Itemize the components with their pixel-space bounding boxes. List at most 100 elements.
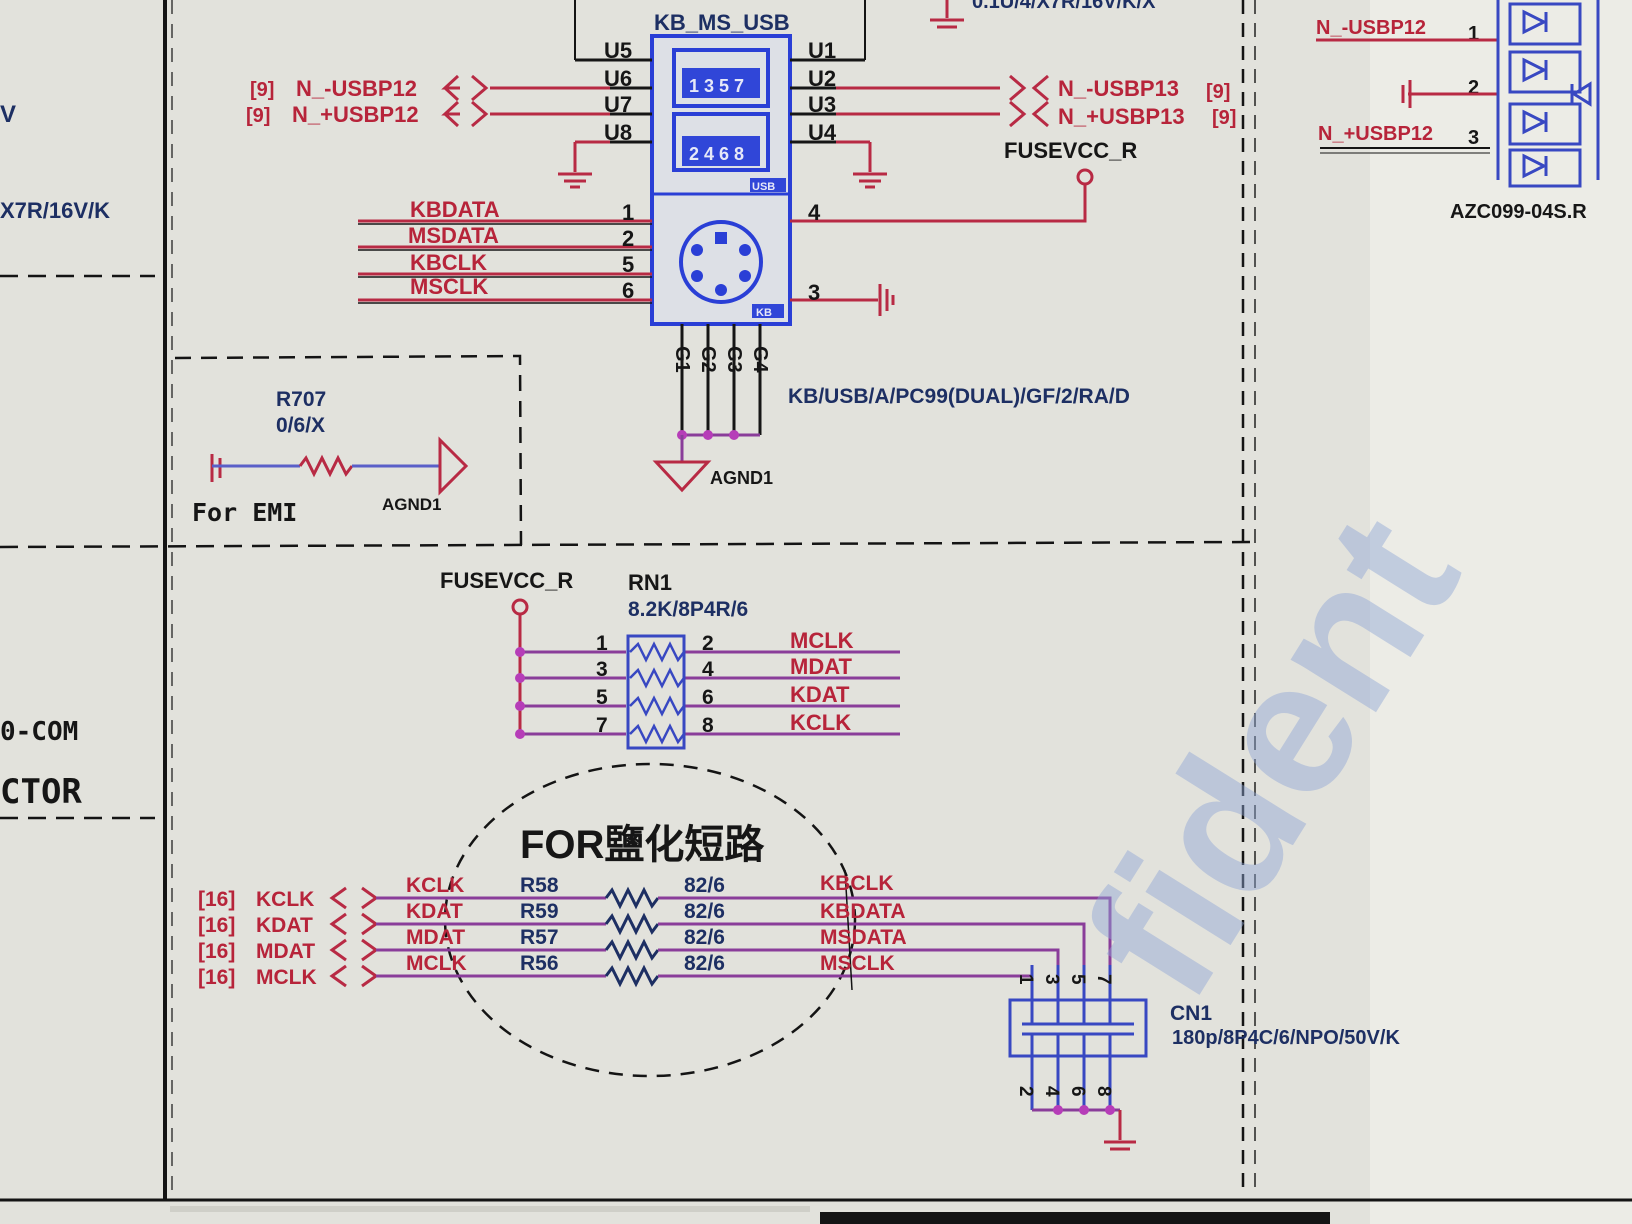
usb-net-ref: [9] bbox=[1212, 107, 1236, 129]
rn1-block: FUSEVCC_R RN1 8.2K/8P4R/6 1 3 5 bbox=[440, 568, 900, 750]
connector-name: KB_MS_USB bbox=[654, 10, 790, 35]
series-resistor-ref: R59 bbox=[520, 900, 559, 923]
ps2-port bbox=[679, 220, 763, 304]
kb-tag: KB bbox=[756, 307, 772, 319]
glare-region bbox=[1370, 0, 1632, 1224]
series-out-net: MSDATA bbox=[820, 926, 907, 949]
cap-array-value: 180p/8P4C/6/NPO/50V/K bbox=[1172, 1027, 1400, 1049]
usb-net-ref: [9] bbox=[246, 105, 270, 127]
usb-net-wires-right bbox=[836, 74, 1049, 128]
connector-pin: 2 bbox=[622, 226, 634, 251]
shield-pin-label: G4 bbox=[749, 346, 771, 374]
series-resistor-ref: R58 bbox=[520, 874, 559, 897]
rn1-pin: 7 bbox=[596, 714, 608, 737]
rn1-net: KDAT bbox=[790, 682, 850, 707]
left-fragment: 0-COM bbox=[0, 717, 78, 747]
series-ref: [16] bbox=[198, 888, 235, 911]
ps2-net-name: MSCLK bbox=[410, 274, 488, 299]
series-out-net: KBDATA bbox=[820, 900, 906, 923]
cap-pin: 4 bbox=[1041, 1086, 1062, 1097]
cap-array-body bbox=[1008, 998, 1148, 1058]
usb-tag: USB bbox=[752, 181, 775, 193]
ps2-net-name: KBDATA bbox=[410, 197, 500, 222]
series-out-net: MSCLK bbox=[820, 952, 895, 975]
emi-resistor-ref: R707 bbox=[276, 388, 326, 411]
tvs-net-name: N_-USBP12 bbox=[1316, 17, 1426, 39]
rn1-pin: 1 bbox=[596, 632, 608, 655]
left-fragment: CTOR bbox=[0, 772, 82, 812]
shield-pin-label: G3 bbox=[723, 346, 745, 373]
agnd-label: AGND1 bbox=[710, 468, 773, 488]
rn1-pin: 8 bbox=[702, 714, 714, 737]
rn1-pin: 3 bbox=[596, 658, 608, 681]
u-pin-label: U3 bbox=[808, 92, 836, 117]
ground-symbol-right bbox=[836, 140, 887, 189]
left-fragment: V bbox=[0, 101, 16, 128]
cap-pin: 8 bbox=[1093, 1086, 1114, 1097]
connector-part-number: KB/USB/A/PC99(DUAL)/GF/2/RA/D bbox=[788, 385, 1130, 408]
series-resistor-ref: R56 bbox=[520, 952, 559, 975]
series-resistor-value: 82/6 bbox=[684, 874, 725, 897]
cap-pin: 1 bbox=[1015, 974, 1036, 985]
usb-net-name: N_+USBP13 bbox=[1058, 104, 1185, 129]
shield-pin-label: G2 bbox=[697, 346, 719, 373]
agnd-bus bbox=[652, 430, 760, 493]
pin4-wire bbox=[790, 184, 1087, 223]
rn1-net: MCLK bbox=[790, 628, 854, 653]
series-out-net: KBCLK bbox=[820, 872, 894, 895]
u-pin-label: U4 bbox=[808, 120, 837, 145]
ps2-net-wires bbox=[358, 219, 652, 304]
usb-net-name: N_+USBP12 bbox=[292, 102, 419, 127]
series-ref: [16] bbox=[198, 914, 235, 937]
ps2-net-name: MSDATA bbox=[408, 223, 499, 248]
series-in-net: KDAT bbox=[256, 914, 313, 937]
emi-wire bbox=[210, 436, 469, 496]
series-resistor-ref: R57 bbox=[520, 926, 559, 949]
usb-net-wires-left bbox=[441, 74, 610, 128]
rn1-junctions bbox=[515, 647, 525, 739]
series-net: MCLK bbox=[406, 952, 467, 975]
emi-resistor-value: 0/6/X bbox=[276, 414, 325, 437]
shield-pin-label: G1 bbox=[671, 346, 693, 373]
usb-net-ref: [9] bbox=[1206, 81, 1230, 103]
shield-pin-labels: G1 G2 G3 G4 bbox=[671, 346, 771, 374]
series-in-net: KCLK bbox=[256, 888, 314, 911]
series-in-net: MDAT bbox=[256, 940, 315, 963]
usb-port-bottom: 2 4 6 8 bbox=[672, 112, 770, 172]
rn1-net: MDAT bbox=[790, 654, 852, 679]
cap-ground-bus bbox=[1032, 1105, 1136, 1151]
series-resistor-value: 82/6 bbox=[684, 900, 725, 923]
cap-pin: 3 bbox=[1041, 974, 1062, 985]
rn1-pin: 5 bbox=[596, 686, 608, 709]
connector-pin: 5 bbox=[622, 252, 634, 277]
series-net: KCLK bbox=[406, 874, 464, 897]
usb-port-top-pins: 1 3 5 7 bbox=[689, 76, 744, 96]
tvs-pin: 1 bbox=[1468, 23, 1479, 45]
cap-array-plates bbox=[1022, 965, 1134, 1110]
series-ref: [16] bbox=[198, 940, 235, 963]
resistor-network-body bbox=[626, 634, 686, 750]
connector-pin: 1 bbox=[622, 200, 634, 225]
tvs-part-number: AZC099-04S.R bbox=[1450, 201, 1587, 223]
usb-net-name: N_-USBP12 bbox=[296, 76, 417, 101]
pin3-ground bbox=[790, 284, 895, 316]
u-pin-label: U2 bbox=[808, 66, 836, 91]
tvs-wires bbox=[1316, 0, 1600, 180]
cap-pin: 7 bbox=[1093, 974, 1114, 985]
usb-net-ref: [9] bbox=[250, 79, 274, 101]
tvs-diodes bbox=[1508, 2, 1592, 188]
series-in-net: MCLK bbox=[256, 966, 317, 989]
rn1-value: 8.2K/8P4R/6 bbox=[628, 598, 748, 621]
series-resistor-value: 82/6 bbox=[684, 952, 725, 975]
emi-block: R707 0/6/X For EMI AGND1 bbox=[174, 354, 523, 546]
rn1-pin: 2 bbox=[702, 632, 714, 655]
left-column: V X7R/16V/K 0-COM CTOR bbox=[0, 101, 110, 812]
tvs-pin: 2 bbox=[1468, 77, 1479, 99]
connector-pin: 4 bbox=[808, 200, 821, 225]
top-connector-block: 0.1U/4/X7R/16V/K/X KB_MS_USB 1 3 5 7 2 4… bbox=[246, 0, 1236, 493]
fusevcc-label: FUSEVCC_R bbox=[1004, 138, 1137, 163]
tvs-block: N_-USBP12 N_+USBP12 1 2 3 AZC099-04S.R bbox=[1316, 0, 1600, 223]
resistor-network-zigzags bbox=[629, 641, 685, 745]
